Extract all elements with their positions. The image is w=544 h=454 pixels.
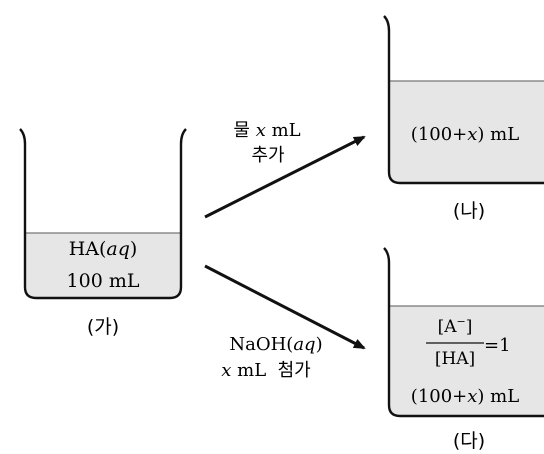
arrow-upper-label-line2: 추가: [251, 145, 284, 166]
beaker-c-outline: [383, 247, 544, 418]
beaker-a-caption: (가): [87, 316, 119, 338]
beaker-b-liquid: [389, 81, 544, 183]
beaker-c-caption: (다): [453, 430, 485, 452]
beaker-a-volume-label: 100 mL: [67, 270, 140, 292]
arrow-lower-label-line2: x mL 첨가: [221, 360, 310, 381]
arrow-upper-label-line1: 물 x mL: [233, 120, 300, 141]
beaker-a: HA(aq) 100 mL (가): [19, 128, 187, 338]
arrow-lower: NaOH(aq) x mL 첨가: [204, 264, 366, 381]
beaker-b-outline: [383, 15, 544, 185]
beaker-b-caption: (나): [453, 200, 485, 222]
beaker-c-volume-label: (100+x) mL: [411, 386, 519, 407]
arrow-lower-label-line1: NaOH(aq): [229, 334, 322, 355]
beaker-b: (100+x) mL (나): [383, 15, 544, 222]
arrow-lower-shaft: [204, 264, 366, 350]
beaker-a-solution-label: HA(aq): [69, 238, 138, 260]
beaker-b-volume-label: (100+x) mL: [411, 124, 519, 145]
beaker-c-liquid: [389, 306, 544, 416]
beaker-a-outline: [19, 128, 187, 300]
ratio-numerator: [A−]: [438, 315, 473, 337]
beaker-c: [A−] [HA] =1 (100+x) mL (다): [383, 247, 544, 452]
ratio-denominator: [HA]: [435, 349, 475, 369]
beaker-a-liquid: [25, 233, 181, 298]
arrow-upper-shaft: [204, 135, 366, 219]
arrow-upper: 물 x mL 추가: [204, 120, 366, 219]
ratio-value: =1: [484, 335, 511, 356]
